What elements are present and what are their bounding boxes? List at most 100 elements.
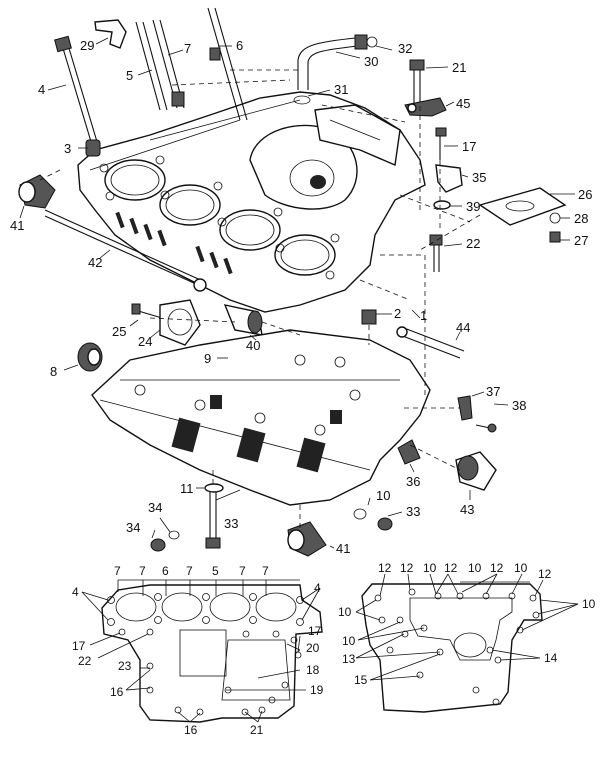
callout-8: 8 [50,364,57,379]
callout-41: 41 [10,218,24,233]
callout-4: 4 [38,82,45,97]
part-29-clip [94,19,127,49]
part-42-shaft [44,209,207,292]
part-17-bolt [435,127,447,160]
assembly-lines [39,69,481,528]
callout-10: 33 [224,516,238,531]
callout-labels-bottom-left: 7 7 6 7 5 7 7 4 4 17 17 22 23 20 18 16 1… [72,564,324,737]
bl-callout-7b: 7 [139,564,146,578]
br-callout-10e: 10 [582,597,596,611]
callout-34b: 10 [376,488,390,503]
callout-44: 44 [456,320,470,335]
upper-crankcase [77,91,426,313]
callout-labels-bottom-right: 12 12 10 12 10 12 10 12 10 10 10 13 14 1… [338,561,596,687]
bl-callout-21: 21 [250,723,264,737]
callout-43: 43 [460,502,474,517]
bl-callout-4a: 4 [72,585,79,599]
callout-30: 30 [364,54,378,69]
part-44-pipe [396,326,465,359]
br-callout-12a: 12 [378,561,392,575]
bl-callout-7d: 7 [239,564,246,578]
callout-24: 24 [138,334,152,349]
callout-9: 9 [204,351,211,366]
part-41-filter [287,521,327,557]
part-30-hose [297,34,368,90]
part-34-oring [168,508,367,540]
callout-labels-main: 29 7 6 32 5 30 4 21 31 45 3 17 35 26 41 … [10,38,592,556]
callout-35: 35 [472,170,486,185]
part-41-plug [18,174,56,209]
callout-17: 17 [462,139,476,154]
callout-42: 42 [88,255,102,270]
bl-callout-4b: 4 [314,581,321,595]
bottom-left-view [81,579,323,723]
br-callout-10a: 10 [423,561,437,575]
bl-callout-22: 22 [78,654,92,668]
callout-2: 2 [394,306,401,321]
callout-7: 7 [184,41,191,56]
callout-leaders [19,37,575,549]
bl-callout-18: 18 [306,663,320,677]
bl-callout-16b: 16 [184,723,198,737]
br-callout-12b: 12 [400,561,414,575]
bl-callout-17b: 17 [308,624,322,638]
callout-27: 27 [574,233,588,248]
br-callout-10c: 10 [514,561,528,575]
callout-39: 39 [466,199,480,214]
part-25-bolt [131,303,163,319]
cylinder-studs [54,7,248,146]
callout-33: 34 [126,520,140,535]
br-callout-12e: 12 [538,567,552,581]
part-45-bracket [404,97,447,117]
callout-6: 6 [236,38,243,53]
part-8-seal [77,342,103,372]
br-callout-12c: 12 [444,561,458,575]
part-43-filter-cartridge [455,451,497,491]
bottom-right-view [355,573,579,713]
part-33-plug [150,517,393,552]
bl-callout-7a: 7 [114,564,121,578]
callout-26: 26 [578,187,592,202]
part-38-screw [475,423,497,433]
part-27-bolt [549,231,561,243]
callout-11: 11 [180,481,194,496]
part-24-gasket [159,299,201,346]
callout-29: 29 [80,38,94,53]
callout-1: 1 [420,308,427,323]
br-callout-15: 15 [354,673,368,687]
part-21-bolt [409,59,425,105]
part-10-bolt [205,492,221,549]
part-32-clamp [366,36,378,48]
callout-36: 36 [406,474,420,489]
callout-34: 34 [148,500,162,515]
callout-25: 25 [112,324,126,339]
br-callout-10f: 10 [342,634,356,648]
callout-37: 37 [486,384,500,399]
br-callout-12d: 12 [490,561,504,575]
bl-callout-6: 6 [162,564,169,578]
part-35-bracket [435,164,463,193]
br-callout-13: 13 [342,652,356,666]
callout-45: 45 [456,96,470,111]
callout-41b: 41 [336,541,350,556]
br-callout-10d: 10 [338,605,352,619]
bl-callout-23: 23 [118,659,132,673]
bl-callout-20: 20 [306,641,320,655]
part-3-dowel [85,139,101,157]
bl-callout-7e: 7 [262,564,269,578]
part-11-washer [204,483,224,493]
part-31-washer [293,95,311,105]
callout-33b: 33 [406,504,420,519]
part-36-switch [397,439,421,465]
part-26-cover [478,187,567,226]
part-22-bolt [429,234,443,272]
part-2-dowel [361,309,377,325]
lower-crankcase [91,329,431,506]
bl-callout-19: 19 [310,683,324,697]
br-callout-10b: 10 [468,561,482,575]
bl-callout-7c: 7 [186,564,193,578]
callout-5: 5 [126,68,133,83]
callout-22: 22 [466,236,480,251]
part-28-washer [549,212,561,224]
